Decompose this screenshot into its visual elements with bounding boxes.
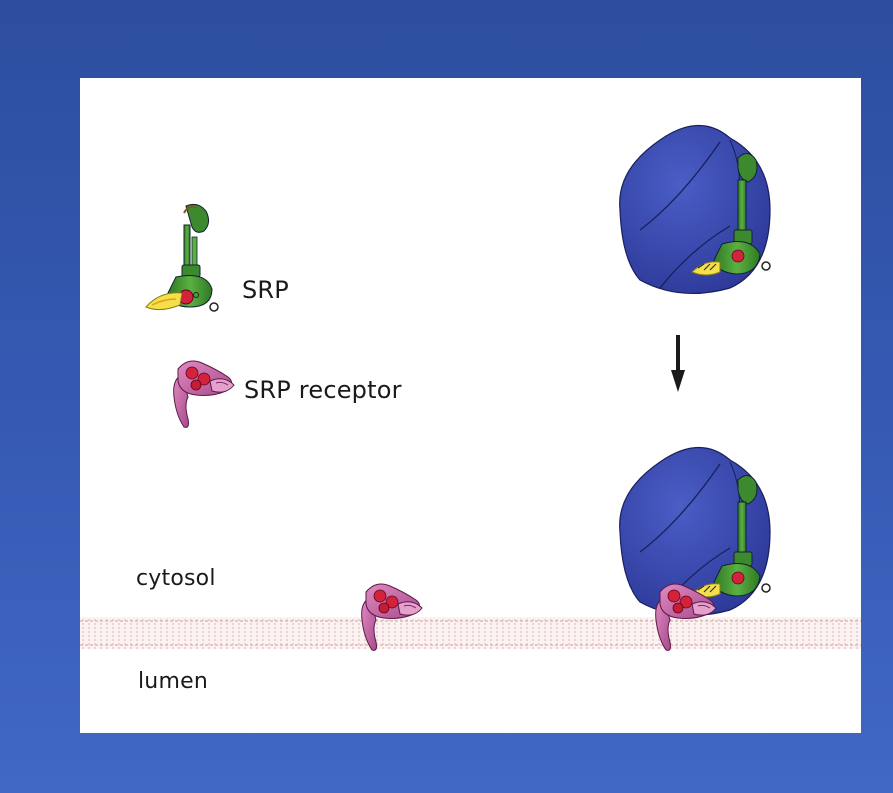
membrane [80,617,861,649]
srp-receptor-label: SRP receptor [244,376,402,404]
ribosome-srp-complex-docked [620,447,770,615]
srp-icon [146,204,218,311]
srp-label: SRP [242,276,289,304]
diagram-panel: SRP SRP receptor cytosol lumen [80,78,861,733]
down-arrow-icon [671,335,685,392]
ribosome-srp-complex-top [620,125,770,293]
srp-receptor-icon [174,361,234,427]
srp-targeting-diagram [80,78,861,733]
lumen-label: lumen [138,669,208,694]
cytosol-label: cytosol [136,566,216,591]
